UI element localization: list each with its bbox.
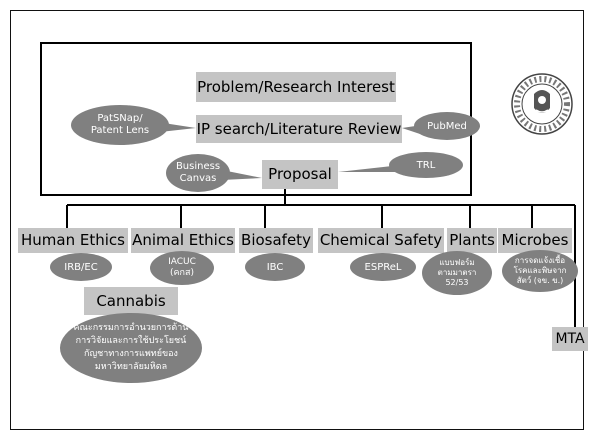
proposal-box: Proposal bbox=[262, 160, 338, 189]
mta-box: MTA bbox=[552, 327, 588, 351]
problem-box: Problem/Research Interest bbox=[196, 72, 396, 102]
microbes-box: Microbes bbox=[498, 228, 572, 253]
patsnap-bubble: PatSNap/ Patent Lens bbox=[71, 105, 169, 145]
pubmed-bubble: PubMed bbox=[414, 112, 480, 140]
human-ethics-box: Human Ethics bbox=[18, 228, 128, 253]
chemical-safety-box: Chemical Safety bbox=[318, 228, 444, 253]
animal-ethics-box: Animal Ethics bbox=[131, 228, 235, 253]
iacuc-bubble: IACUC (คกส) bbox=[150, 251, 214, 285]
slide-frame bbox=[10, 10, 584, 430]
irb-ec-bubble: IRB/EC bbox=[50, 253, 112, 281]
mahidol-university-logo bbox=[510, 72, 574, 136]
business-canvas-bubble: Business Canvas bbox=[166, 154, 230, 192]
trl-bubble: TRL bbox=[389, 152, 463, 178]
plants-box: Plants bbox=[447, 228, 497, 253]
cannabis-committee-bubble: คณะกรรมการอำนวยการด้าน การวิจัยและการใช้… bbox=[60, 313, 202, 383]
ibc-bubble: IBC bbox=[245, 253, 305, 281]
ip-search-box: IP search/Literature Review bbox=[196, 115, 402, 143]
biosafety-box: Biosafety bbox=[239, 228, 313, 253]
esprel-bubble: ESPReL bbox=[350, 253, 416, 281]
plants-form-bubble: แบบฟอร์ม ตามมาตรา 52/53 bbox=[422, 251, 492, 295]
cannabis-box: Cannabis bbox=[84, 287, 178, 315]
microbes-registration-bubble: การจดแจ้งเชื้อ โรคและพิษจาก สัตว์ (จข. ข… bbox=[502, 250, 578, 292]
